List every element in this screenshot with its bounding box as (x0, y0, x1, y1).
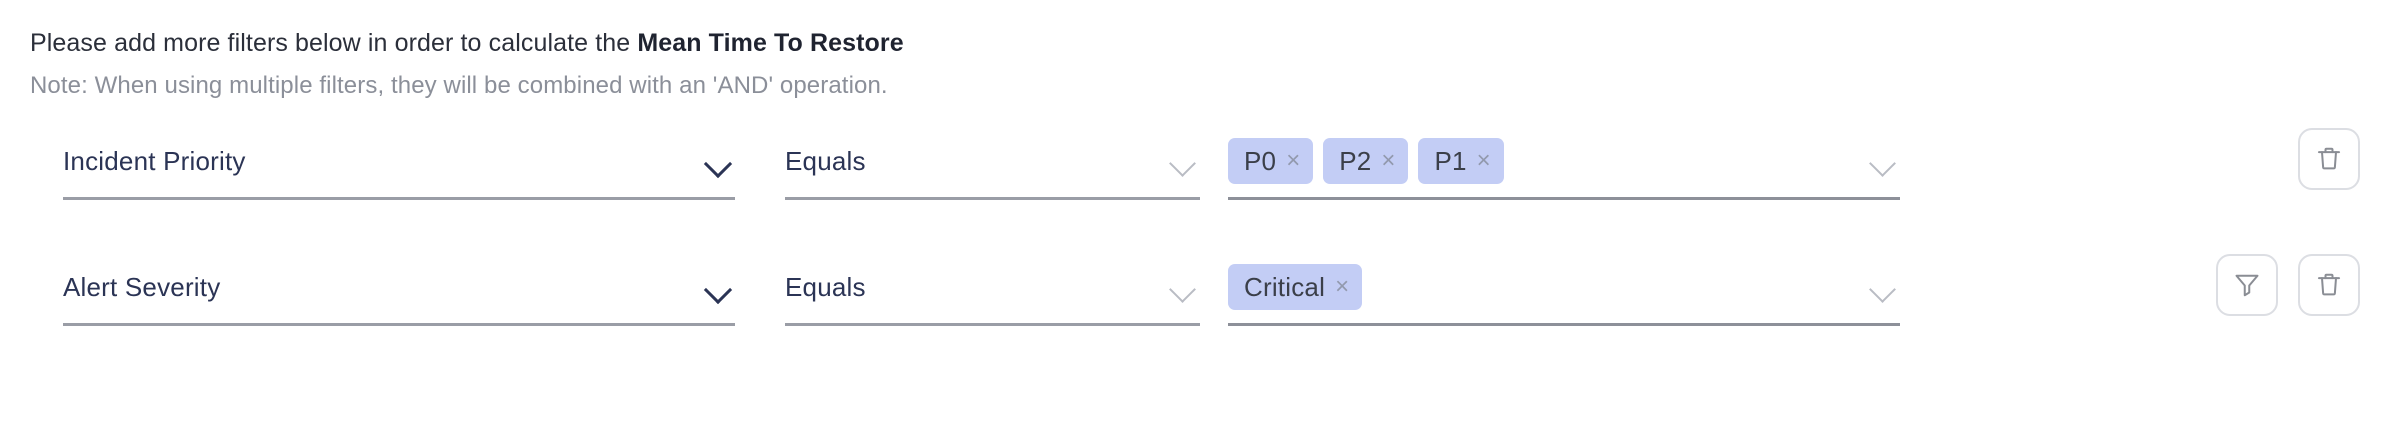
chip-remove-icon[interactable]: × (1476, 146, 1491, 174)
filter-combination-note: Note: When using multiple filters, they … (30, 72, 888, 99)
apply-filter-button[interactable] (2216, 254, 2278, 316)
filter-attribute-value: Incident Priority (63, 146, 246, 176)
filter-value-chips: Critical × (1228, 263, 1854, 312)
filter-value-multiselect[interactable]: P0 × P2 × P1 × (1228, 126, 1900, 200)
delete-filter-button[interactable] (2298, 254, 2360, 316)
filter-row-actions (2216, 254, 2360, 316)
filter-row: Alert Severity Equals Critical × (0, 252, 2408, 378)
trash-icon (2318, 147, 2340, 170)
filter-attribute-value: Alert Severity (63, 272, 221, 302)
filter-row-actions (2298, 128, 2360, 190)
chip-remove-icon[interactable]: × (1335, 272, 1350, 300)
filter-value-chip[interactable]: P0 × (1228, 137, 1314, 184)
filter-operator-value: Equals (785, 272, 866, 302)
filter-value-chips: P0 × P2 × P1 × (1228, 137, 1854, 186)
header-block: Please add more filters below in order t… (0, 0, 2408, 100)
filter-operator-value: Equals (785, 146, 866, 176)
filter-value-chip[interactable]: P1 × (1418, 137, 1504, 184)
filter-operator-select[interactable]: Equals (785, 126, 1200, 200)
chevron-down-icon (1866, 145, 1900, 179)
chip-remove-icon[interactable]: × (1381, 146, 1396, 174)
delete-filter-button[interactable] (2298, 128, 2360, 190)
filter-value-multiselect[interactable]: Critical × (1228, 252, 1900, 326)
filter-attribute-select[interactable]: Incident Priority (63, 126, 735, 200)
filter-attribute-select[interactable]: Alert Severity (63, 252, 735, 326)
page-title: Please add more filters below in order t… (30, 28, 2408, 58)
chevron-down-icon (1866, 271, 1900, 305)
filter-row: Incident Priority Equals P0 × P2 × P1 × (0, 126, 2408, 252)
headline-prefix: Please add more filters below in order t… (30, 29, 638, 57)
filter-value-chip[interactable]: P2 × (1323, 137, 1409, 184)
chip-label: Critical (1244, 271, 1326, 302)
filter-operator-select[interactable]: Equals (785, 252, 1200, 326)
trash-icon (2318, 273, 2340, 296)
chevron-down-icon (1166, 145, 1200, 179)
chip-label: P2 (1339, 145, 1372, 176)
chevron-down-icon (701, 271, 735, 305)
chip-label: P1 (1434, 145, 1467, 176)
chip-remove-icon[interactable]: × (1286, 146, 1301, 174)
funnel-icon (2235, 274, 2259, 297)
chip-label: P0 (1244, 145, 1277, 176)
chevron-down-icon (1166, 271, 1200, 305)
filter-value-chip[interactable]: Critical × (1228, 263, 1363, 310)
chevron-down-icon (701, 145, 735, 179)
headline-metric-name: Mean Time To Restore (637, 29, 904, 57)
